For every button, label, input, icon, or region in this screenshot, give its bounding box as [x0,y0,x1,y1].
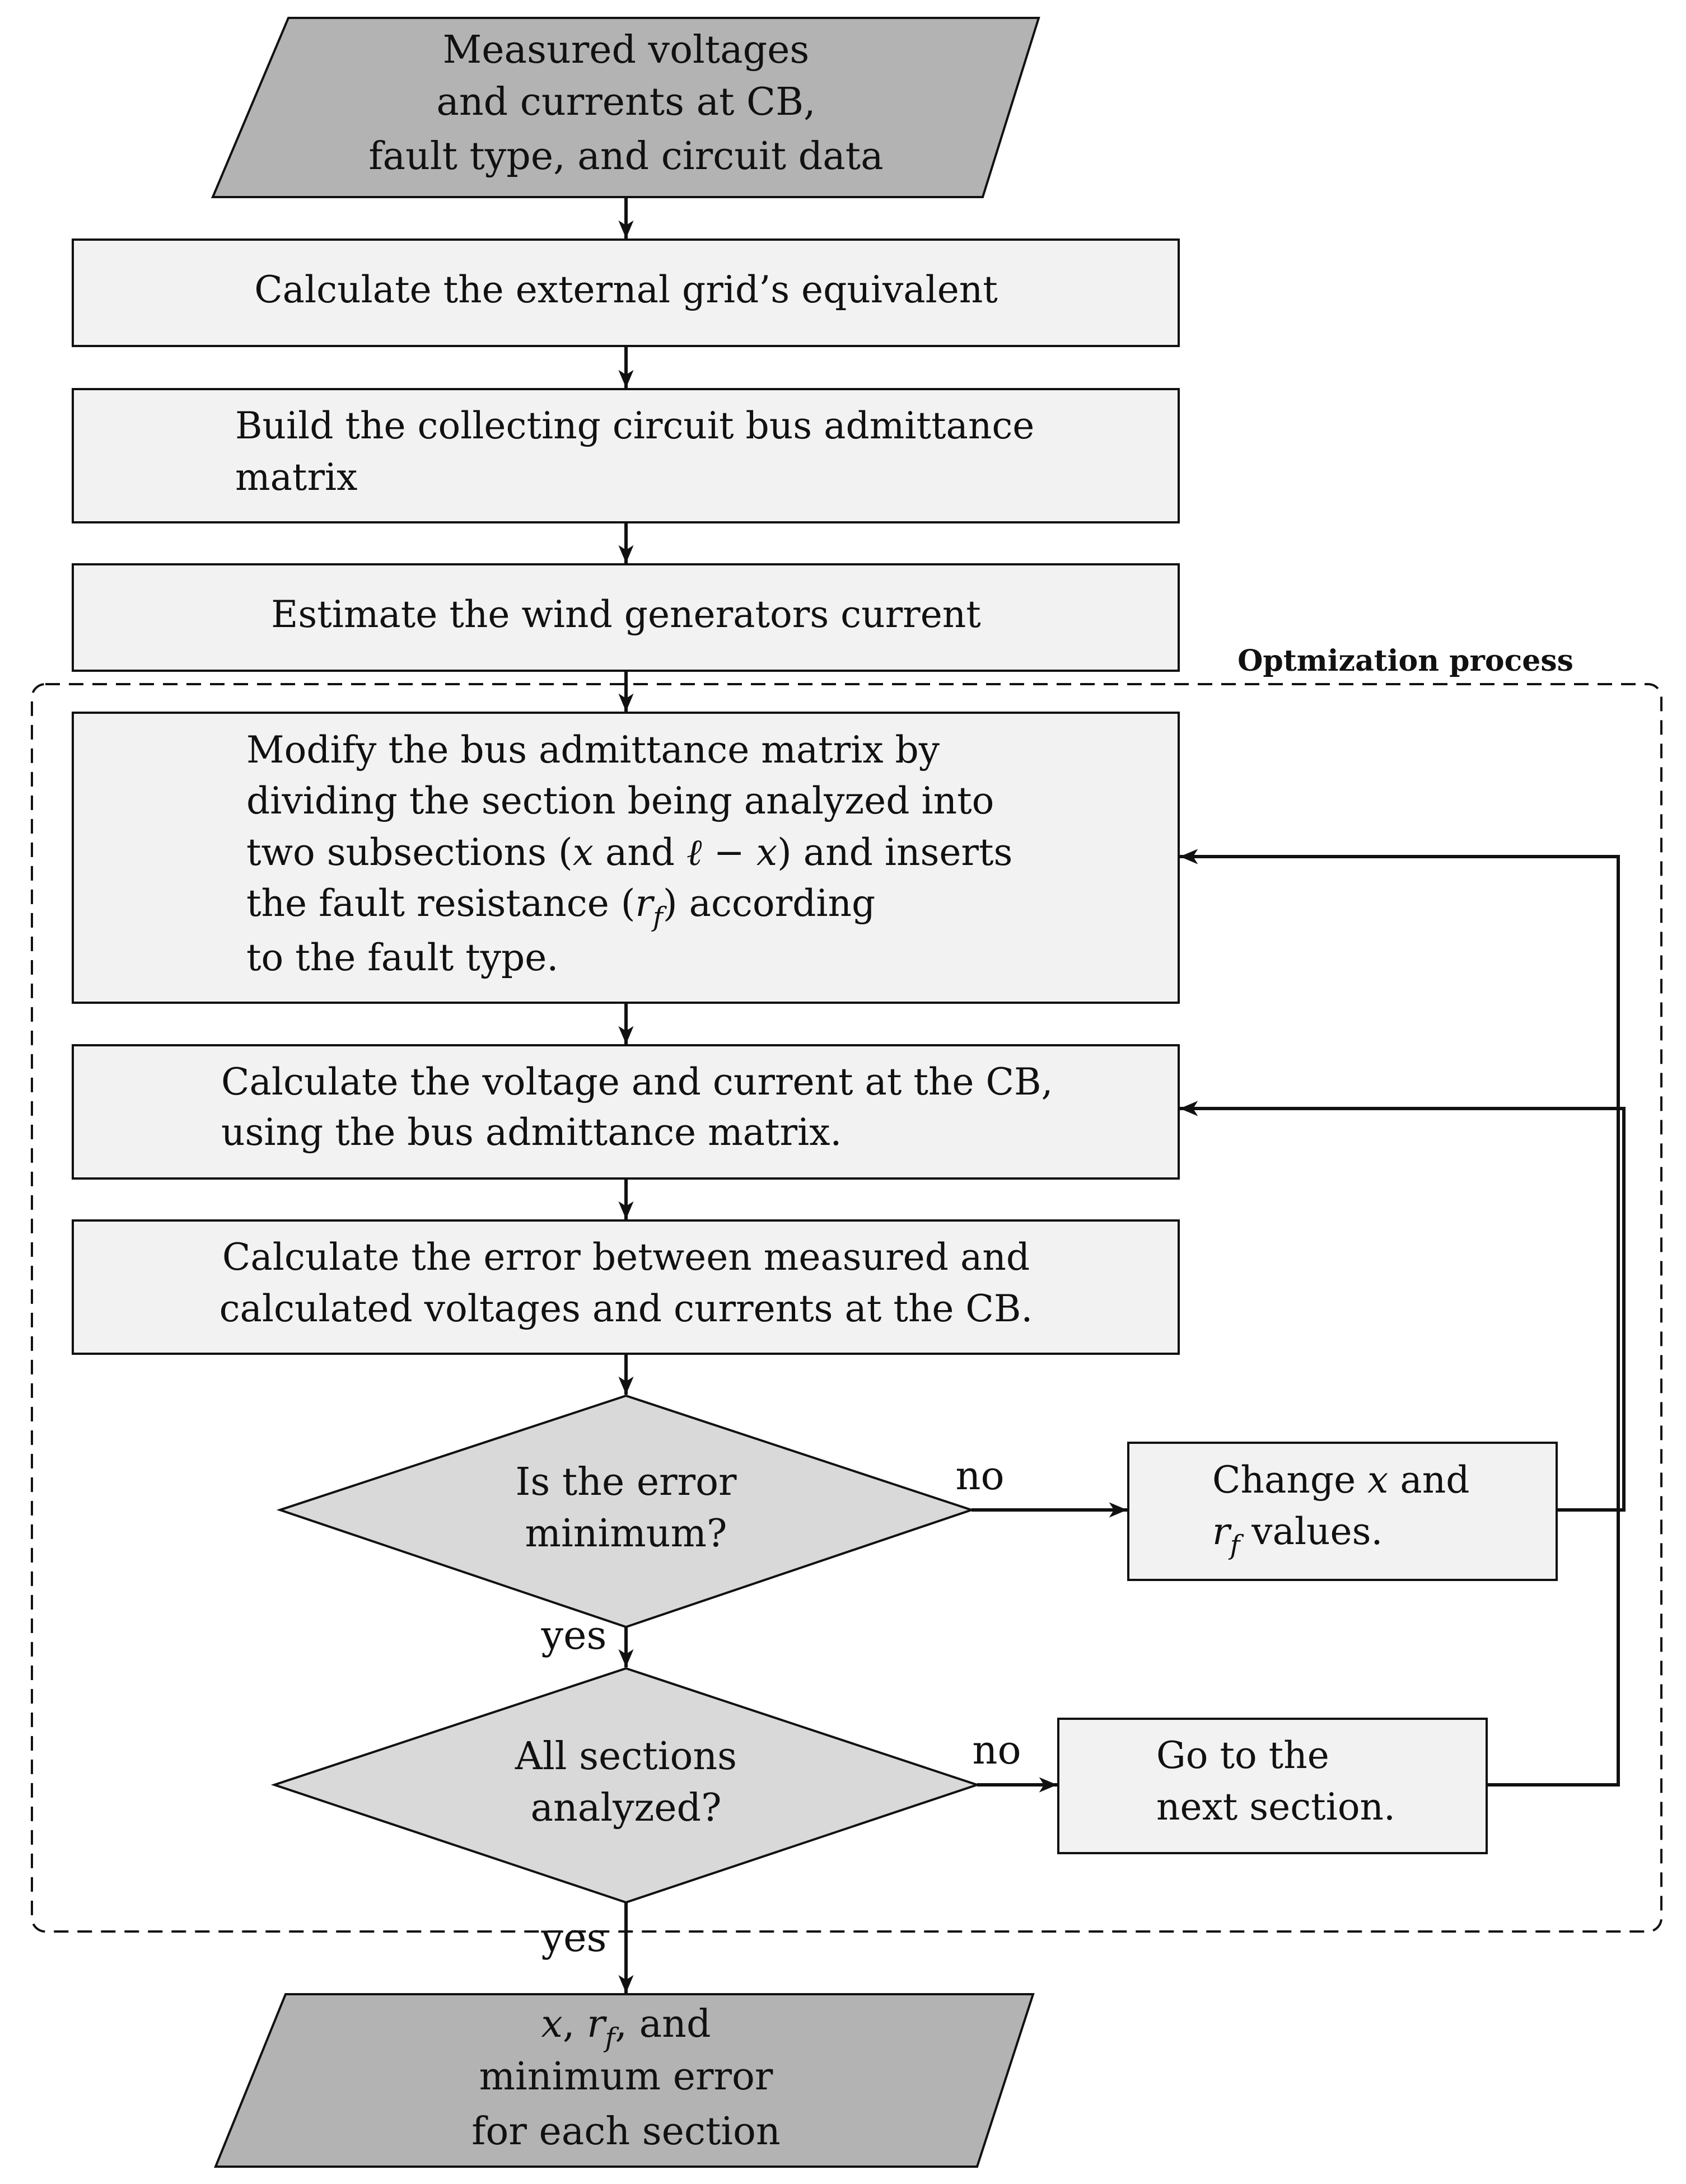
input-data-line1: Measured voltages [443,28,810,72]
input-data-line2: and currents at CB, [436,80,815,124]
decision2-yes-label: yes [541,1915,607,1961]
external-grid-equivalent-box [72,238,1180,347]
optimization-region-label: Optmization process [1237,644,1573,678]
change-values-box [1127,1442,1558,1581]
change-values-line1: Change x and [1212,1458,1469,1502]
next-section-box [1057,1718,1488,1854]
decision2-no-label: no [972,1727,1021,1773]
decision1-no-label: no [955,1453,1004,1499]
output-line2: minimum error [479,2055,773,2099]
modify-admittance-line4: the fault resistance (rf) according [246,882,875,933]
modify-admittance-line5: to the fault type. [246,936,558,979]
admittance-matrix-box [72,388,1180,523]
error-minimum-line1: Is the error [515,1460,737,1504]
output-line1: x, rf, and [541,2002,711,2054]
admittance-matrix-line1: Build the collecting circuit bus admitta… [235,404,1034,447]
output-node [214,1993,1035,2168]
output-line3: for each section [471,2110,781,2154]
error-minimum-line2: minimum? [525,1512,727,1556]
feedback-change-values [1180,1101,1626,1512]
calculate-error-line2: calculated voltages and currents at the … [219,1287,1033,1330]
external-grid-equivalent-text: Calculate the external grid’s equivalent [254,268,998,311]
modify-admittance-line1: Modify the bus admittance matrix by [246,728,940,771]
optimization-region [31,683,1662,1933]
wind-generators-current-box [72,563,1180,672]
wind-generators-current-text: Estimate the wind generators current [271,593,981,636]
modify-admittance-box [72,712,1180,1004]
modify-admittance-line3: two subsections (x and ℓ − x) and insert… [246,831,1012,874]
change-values-line2: rf values. [1212,1510,1383,1561]
all-sections-line1: All sections [515,1734,737,1779]
calculate-error-box [72,1219,1180,1355]
input-data-node [211,17,1040,198]
input-data-line3: fault type, and circuit data [368,134,883,179]
calculate-error-line1: Calculate the error between measured and [222,1236,1030,1279]
next-section-line1: Go to the [1156,1734,1329,1777]
decision1-yes-label: yes [541,1612,607,1658]
next-section-line2: next section. [1156,1785,1395,1828]
calculate-voltage-current-line2: using the bus admittance matrix. [221,1111,842,1154]
all-sections-line2: analyzed? [530,1786,721,1830]
all-sections-decision [270,1667,981,1904]
calculate-voltage-current-line1: Calculate the voltage and current at the… [221,1060,1053,1103]
admittance-matrix-line2: matrix [235,456,357,499]
modify-admittance-line2: dividing the section being analyzed into [246,779,994,822]
feedback-next-section [1180,849,1620,1787]
